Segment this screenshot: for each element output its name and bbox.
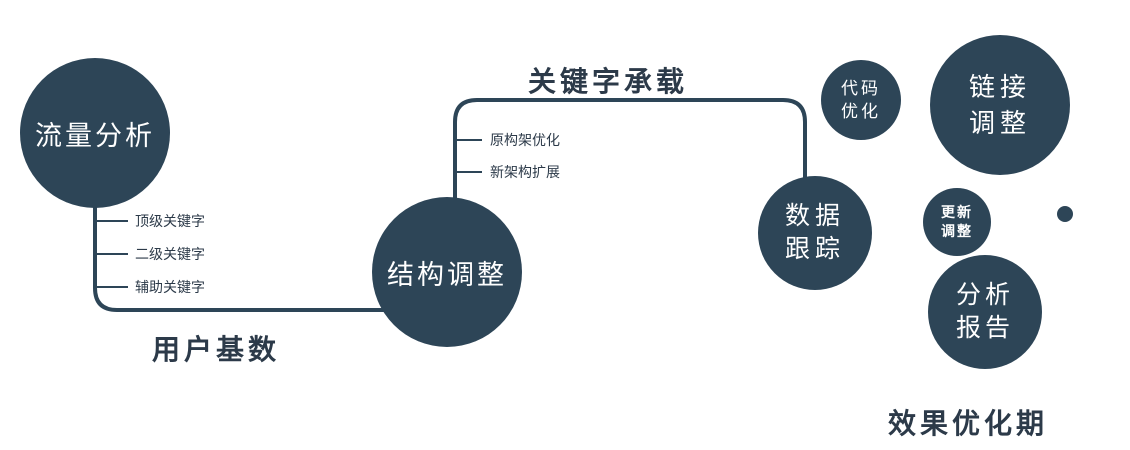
left-branch-ticks (95, 220, 128, 288)
dot-marker (1057, 206, 1073, 222)
node-link-adjust: 链接 调整 (930, 35, 1070, 175)
node-code-optimize-line1: 代码 (841, 79, 881, 98)
node-traffic-analysis: 流量分析 (20, 58, 170, 208)
node-update-adjust-line1: 更新 (941, 204, 973, 220)
node-data-tracking: 数据 跟踪 (758, 176, 872, 290)
node-analysis-report: 分析 报告 (928, 255, 1042, 369)
branch-new-arch: 新架构扩展 (490, 164, 560, 180)
node-analysis-report-line1: 分析 (955, 281, 1014, 309)
node-data-tracking-line2: 跟踪 (784, 235, 845, 263)
node-traffic-analysis-label: 流量分析 (35, 120, 155, 151)
branch-top-keywords: 顶级关键字 (135, 213, 205, 229)
edge-label-keyword-carry: 关键字承载 (528, 66, 689, 97)
node-structure-adjust-label: 结构调整 (387, 259, 507, 290)
connector-left-path (93, 190, 385, 312)
mid-branch-ticks (455, 139, 482, 173)
node-link-adjust-line2: 调整 (968, 108, 1031, 138)
footer-label-effect-period: 效果优化期 (888, 408, 1049, 439)
node-structure-adjust: 结构调整 (372, 197, 522, 347)
node-link-adjust-line1: 链接 (968, 72, 1031, 102)
node-analysis-report-line2: 报告 (955, 314, 1014, 342)
node-update-adjust-line2: 调整 (941, 223, 973, 239)
branch-original-arch: 原构架优化 (490, 132, 560, 148)
branch-second-keywords: 二级关键字 (135, 246, 205, 262)
node-code-optimize: 代码 优化 (821, 60, 901, 140)
connector-top-path (453, 98, 807, 200)
edge-label-user-base: 用户基数 (152, 334, 281, 365)
branch-aux-keywords: 辅助关键字 (135, 279, 205, 295)
node-data-tracking-line1: 数据 (784, 202, 845, 230)
node-update-adjust: 更新 调整 (923, 188, 991, 256)
node-code-optimize-line2: 优化 (841, 102, 881, 121)
